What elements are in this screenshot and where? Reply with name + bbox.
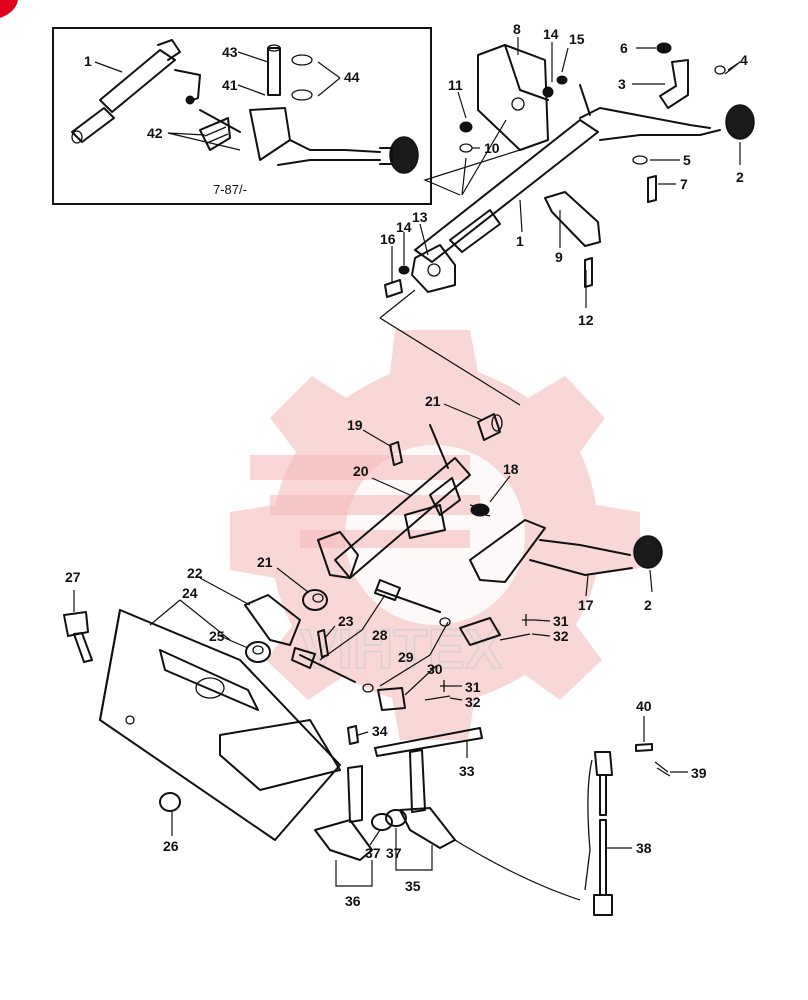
lever-35: [399, 749, 456, 849]
callout-1-main: 1: [516, 233, 524, 249]
callout-36: 36: [345, 893, 361, 909]
watermark-brand: VIHTEX: [300, 617, 502, 680]
bushing-21-upper: [477, 413, 503, 441]
arm-22: [244, 594, 301, 646]
spring-39: [654, 761, 671, 777]
callout-41: 41: [222, 77, 238, 93]
bushings-37: [371, 809, 407, 831]
callout-1-inset: 1: [84, 53, 92, 69]
callout-23: 23: [338, 613, 354, 629]
callout-38: 38: [636, 840, 652, 856]
callout-15: 15: [569, 31, 585, 47]
callout-27: 27: [65, 569, 81, 585]
callout-25: 25: [209, 628, 225, 644]
tube-20: [317, 424, 471, 579]
bracket-3: [659, 59, 689, 109]
callout-30: 30: [427, 661, 443, 677]
bushing-21-lower: [302, 589, 328, 611]
bolt-27: [63, 611, 93, 663]
callout-21-lower: 21: [257, 554, 273, 570]
callout-5: 5: [683, 152, 691, 168]
callout-6: 6: [620, 40, 628, 56]
connector-line-upper: [379, 289, 521, 406]
callout-37-right: 37: [386, 845, 402, 861]
callout-7: 7: [680, 176, 688, 192]
pins-31-32: [424, 614, 534, 701]
inset-caption: 7-87/-: [213, 182, 247, 197]
callout-14-lower: 14: [396, 219, 412, 235]
red-corner-badge-icon: [0, 0, 18, 18]
leader-lines: [73, 37, 741, 887]
callout-31-upper: 31: [553, 613, 569, 629]
callout-33: 33: [459, 763, 475, 779]
rods-28: [291, 579, 441, 683]
callout-42: 42: [147, 125, 163, 141]
callout-3: 3: [618, 76, 626, 92]
callout-37-left: 37: [365, 845, 381, 861]
callout-34: 34: [372, 723, 388, 739]
callout-24: 24: [182, 585, 198, 601]
callout-20: 20: [353, 463, 369, 479]
callout-2-lower: 2: [644, 597, 652, 613]
callout-43: 43: [222, 44, 238, 60]
callout-19: 19: [347, 417, 363, 433]
pin-34: [347, 725, 359, 745]
callout-17: 17: [578, 597, 594, 613]
clamp-9: [544, 191, 601, 247]
pin-19: [389, 441, 403, 466]
callout-10: 10: [484, 140, 500, 156]
callout-35: 35: [405, 878, 421, 894]
lever-36: [314, 765, 373, 861]
rod-38: [454, 751, 613, 916]
callout-32-upper: 32: [553, 628, 569, 644]
callout-2-upper: 2: [736, 169, 744, 185]
callout-8: 8: [513, 21, 521, 37]
callout-12: 12: [578, 312, 594, 328]
inset-frame: [52, 27, 432, 205]
spring-18: [469, 503, 491, 517]
callout-18: 18: [503, 461, 519, 477]
callout-9: 9: [555, 249, 563, 265]
callout-29: 29: [398, 649, 414, 665]
lever-17: [469, 519, 663, 583]
callout-32-lower: 32: [465, 694, 481, 710]
callout-4: 4: [740, 52, 748, 68]
callout-31-lower: 31: [465, 679, 481, 695]
shaft-33: [374, 727, 483, 757]
callout-22: 22: [187, 565, 203, 581]
nut-26: [159, 792, 181, 812]
callout-16: 16: [380, 231, 396, 247]
callout-39: 39: [691, 765, 707, 781]
callout-14-upper: 14: [543, 26, 559, 42]
inset-lever-assembly: [199, 44, 419, 174]
small-fasteners-upper: [384, 42, 726, 298]
callout-44: 44: [344, 69, 360, 85]
flange-13: [411, 244, 456, 293]
cross-shaft-1: [414, 84, 755, 263]
bushing-25: [245, 641, 271, 663]
callout-13: 13: [412, 209, 428, 225]
pin-40: [635, 743, 653, 752]
callout-40: 40: [636, 698, 652, 714]
inset-shaft: [71, 39, 201, 144]
bracket-8: [477, 44, 549, 151]
callout-26: 26: [163, 838, 179, 854]
callout-28: 28: [372, 627, 388, 643]
bracket-24: [99, 609, 341, 841]
callout-11: 11: [448, 77, 463, 93]
connector-line-rod: [423, 149, 521, 196]
clevis-30: [362, 617, 501, 711]
callout-21-upper: 21: [425, 393, 441, 409]
